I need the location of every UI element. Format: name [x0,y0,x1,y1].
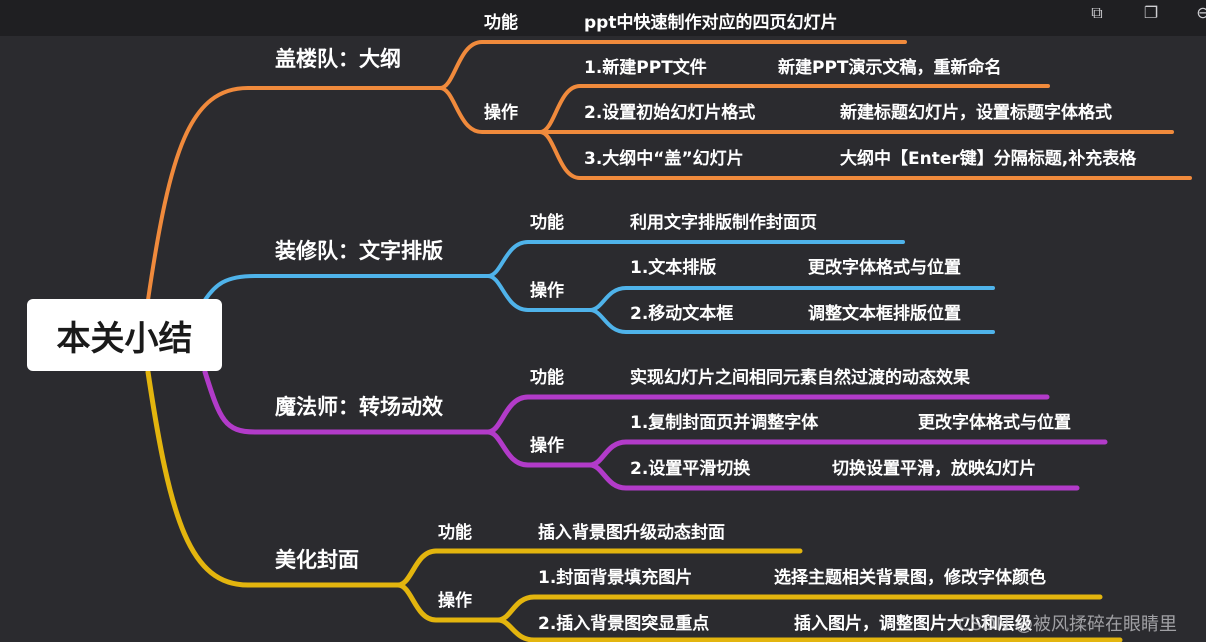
branch-3-func-label[interactable]: 功能 [530,368,564,388]
branch-1-title[interactable]: 盖楼队：大纲 [275,47,401,71]
branch-2-step-2[interactable]: 2.移动文本框 [630,304,734,324]
branch-4-func-label[interactable]: 功能 [438,523,472,543]
root-node[interactable]: 本关小结 [27,299,222,371]
watermark: CSDN @被风揉碎在眼睛里 [958,614,1178,635]
branch-4-op-label[interactable]: 操作 [438,591,472,611]
branch-2-title[interactable]: 装修队：文字排版 [275,239,443,263]
branch-2-op-label[interactable]: 操作 [530,281,564,301]
branch-1-step-1-detail[interactable]: 新建PPT演示文稿，重新命名 [778,58,1002,78]
branch-1-op-line [438,86,542,134]
branch-3-step-1-detail[interactable]: 更改字体格式与位置 [918,413,1071,433]
branch-1-step-3[interactable]: 3.大纲中“盖”幻灯片 [584,149,744,169]
branch-4-connectors [145,369,1123,642]
branch-3-trunk [202,369,491,435]
branch-2-func-label[interactable]: 功能 [530,213,564,233]
branch-1-func-text[interactable]: ppt中快速制作对应的四页幻灯片 [584,13,838,33]
branch-1-step-3-detail[interactable]: 大纲中【Enter键】分隔标题,补充表格 [840,149,1137,169]
branch-1-step-2-detail[interactable]: 新建标题幻灯片，设置标题字体格式 [840,103,1112,123]
branch-3-func-text[interactable]: 实现幻灯片之间相同元素自然过渡的动态效果 [630,368,970,388]
branch-3-step-2[interactable]: 2.设置平滑切换 [630,459,751,479]
branch-4-step-2-line [495,617,1123,642]
branch-1-step-1[interactable]: 1.新建PPT文件 [584,58,707,78]
branch-1-step-3-line [538,130,1192,180]
branch-2-step-2-detail[interactable]: 调整文本框排版位置 [808,304,961,324]
branch-2-connectors [203,240,995,334]
branch-2-op-line [486,274,592,312]
branch-1-func-label[interactable]: 功能 [484,13,518,33]
branch-1-step-2[interactable]: 2.设置初始幻灯片格式 [584,103,756,123]
top-toolbar [0,0,1206,36]
branch-1-connectors [146,40,1192,302]
branch-4-title[interactable]: 美化封面 [275,548,359,572]
branch-3-step-1[interactable]: 1.复制封面页并调整字体 [630,413,819,433]
root-label: 本关小结 [56,318,193,359]
branch-3-op-label[interactable]: 操作 [530,436,564,456]
branch-4-step-2[interactable]: 2.插入背景图突显重点 [538,614,710,634]
branch-3-connectors [202,369,1108,491]
branch-2-step-2-line [588,308,995,334]
view-icon[interactable]: ⧉ [1091,3,1103,22]
branch-4-op-line [395,582,501,623]
branch-3-step-2-detail[interactable]: 切换设置平滑，放映幻灯片 [832,459,1036,479]
zoom-out-icon[interactable]: ⊖ [1196,3,1206,22]
branch-1-trunk [146,86,442,302]
copy-icon[interactable]: ❐ [1143,3,1159,22]
branch-4-step-1[interactable]: 1.封面背景填充图片 [538,568,693,588]
branch-4-trunk [145,369,401,588]
branch-4-step-2-detail[interactable]: 插入图片，调整图片大小和层级 [794,614,1032,634]
branch-3-title[interactable]: 魔法师：转场动效 [275,395,443,419]
branch-2-trunk [203,274,490,302]
branch-1-func-line [438,40,907,90]
branch-4-func-text[interactable]: 插入背景图升级动态封面 [538,523,725,543]
branch-3-op-line [485,429,593,468]
branch-2-step-1-detail[interactable]: 更改字体格式与位置 [808,258,961,278]
branch-2-step-1[interactable]: 1.文本排版 [630,258,717,278]
branch-2-func-line [486,240,905,278]
branch-3-step-2-line [587,462,1080,491]
branch-2-func-text[interactable]: 利用文字排版制作封面页 [630,213,817,233]
branch-4-step-1-detail[interactable]: 选择主题相关背景图，修改字体颜色 [774,568,1046,588]
branch-1-op-label[interactable]: 操作 [484,103,518,123]
